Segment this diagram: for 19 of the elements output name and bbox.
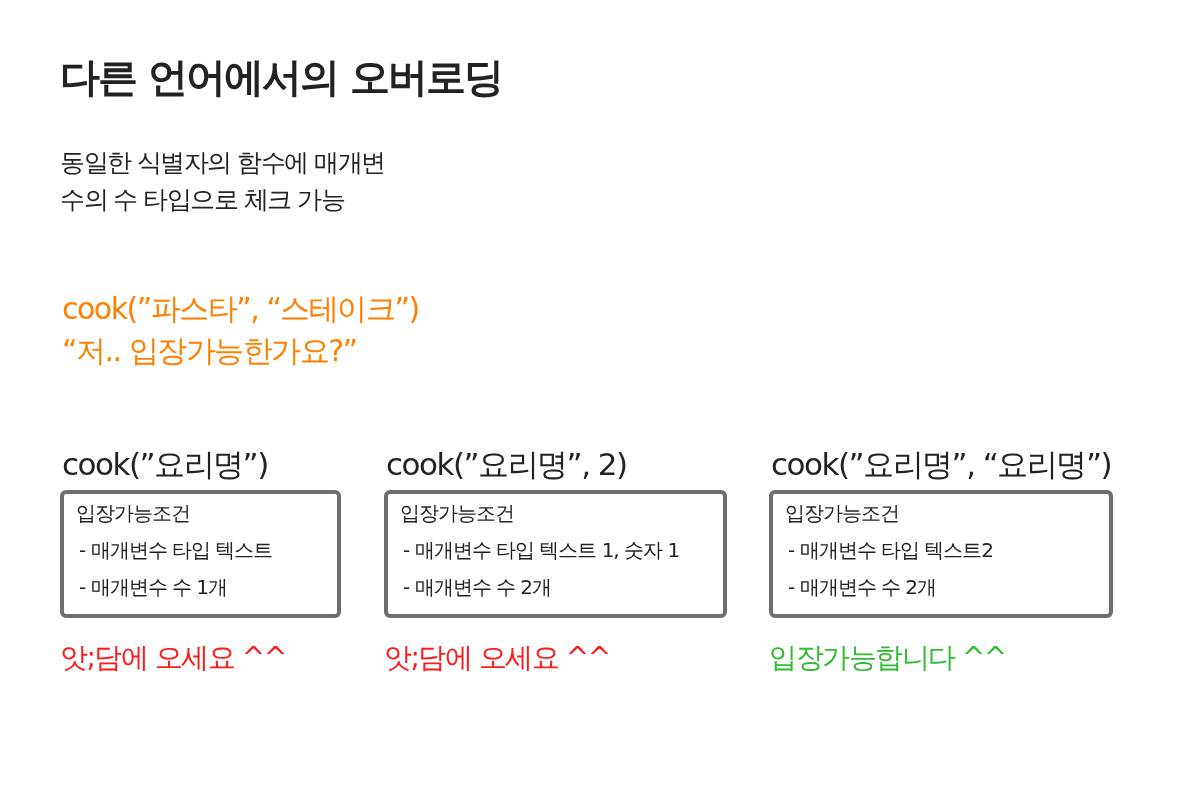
condition-item: - 매개변수 타입 텍스트 [79,537,273,563]
function-call-text: cook(”요리명”, “요리명”) [771,445,1112,484]
condition-item: - 매개변수 타입 텍스트2 [788,537,993,563]
function-call-text: cook(”요리명”) [62,445,268,484]
result-text: 입장가능합니다 ^^ [769,640,1006,676]
result-text: 앗;담에 오세요 ^^ [384,640,610,676]
description-text: 동일한 식별자의 함수에 매개변수의 수 타입으로 체크 가능 [60,147,386,216]
condition-item: - 매개변수 타입 텍스트 1, 숫자 1 [403,537,680,563]
function-call-text: cook(”요리명”, 2) [386,445,627,484]
code-text: cook(”파스타”, “스테이크”) [62,290,419,328]
condition-heading: 입장가능조건 [785,500,899,526]
condition-item: - 매개변수 수 1개 [79,574,227,600]
condition-heading: 입장가능조건 [76,500,190,526]
condition-item: - 매개변수 수 2개 [403,574,551,600]
condition-item: - 매개변수 수 2개 [788,574,936,600]
question-text: “저.. 입장가능한가요?” [62,332,357,370]
result-text: 앗;담에 오세요 ^^ [60,640,286,676]
title: 다른 언어에서의 오버로딩 [60,53,502,102]
condition-heading: 입장가능조건 [400,500,514,526]
